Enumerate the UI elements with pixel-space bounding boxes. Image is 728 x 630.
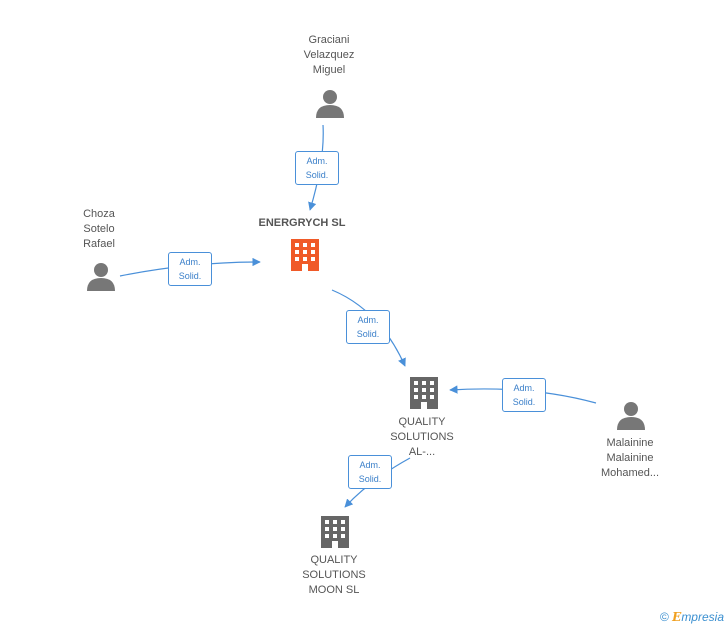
brand-e: E xyxy=(672,610,682,624)
empresia-logo[interactable]: © Empresia xyxy=(660,610,724,624)
node-label-malainine[interactable]: Malainine Malainine Mohamed... xyxy=(600,437,660,479)
node-label-graciani[interactable]: Graciani Velazquez Miguel xyxy=(303,34,355,76)
edge-label[interactable]: Adm. Solid. xyxy=(295,151,339,185)
node-label-quality-moon[interactable]: QUALITY SOLUTIONS MOON SL xyxy=(302,554,366,596)
edge-label[interactable]: Adm. Solid. xyxy=(346,310,390,344)
edge-label[interactable]: Adm. Solid. xyxy=(502,378,546,412)
building-icon[interactable] xyxy=(318,514,352,550)
building-icon[interactable] xyxy=(288,237,322,273)
person-icon[interactable] xyxy=(616,400,646,430)
node-label-choza[interactable]: Choza Sotelo Rafael xyxy=(83,208,115,250)
node-label-quality-al[interactable]: QUALITY SOLUTIONS AL-... xyxy=(390,416,454,458)
node-label-energrych[interactable]: ENERGRYCH SL xyxy=(258,217,346,229)
person-icon[interactable] xyxy=(315,88,345,118)
copyright-icon: © xyxy=(659,610,669,624)
edge-label[interactable]: Adm. Solid. xyxy=(168,252,212,286)
person-icon[interactable] xyxy=(86,261,116,291)
building-icon[interactable] xyxy=(407,375,441,411)
brand-name: mpresia xyxy=(681,610,724,624)
edge-label[interactable]: Adm. Solid. xyxy=(348,455,392,489)
